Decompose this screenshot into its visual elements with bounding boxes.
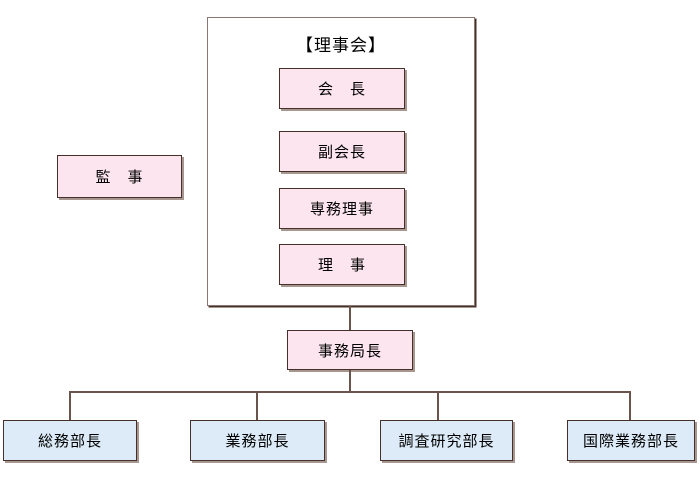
node-secretary-general: 事務局長 xyxy=(287,330,413,370)
connector-drop-general-affairs xyxy=(69,391,71,421)
connector-drop-research xyxy=(437,391,439,421)
connector-horizontal-trunk xyxy=(69,391,631,393)
connector-drop-operations xyxy=(256,391,258,421)
connector-secretariat-trunk xyxy=(349,370,351,392)
connector-board-secretariat xyxy=(349,306,351,330)
connector-drop-international xyxy=(629,391,631,421)
board-title: 【理事会】 xyxy=(296,36,386,55)
node-operations-manager: 業務部長 xyxy=(190,420,325,461)
node-vice-chairman: 副会長 xyxy=(279,131,405,172)
node-auditor: 監 事 xyxy=(57,155,182,198)
node-research-manager: 調査研究部長 xyxy=(380,420,513,461)
board-container: 【理事会】 会 長 副会長 専務理事 理 事 xyxy=(207,17,475,306)
node-international-operations-manager: 国際業務部長 xyxy=(567,420,695,461)
node-general-affairs-manager: 総務部長 xyxy=(3,420,137,461)
node-director: 理 事 xyxy=(279,244,405,285)
node-chairman: 会 長 xyxy=(279,68,405,109)
node-executive-director: 専務理事 xyxy=(279,188,405,229)
